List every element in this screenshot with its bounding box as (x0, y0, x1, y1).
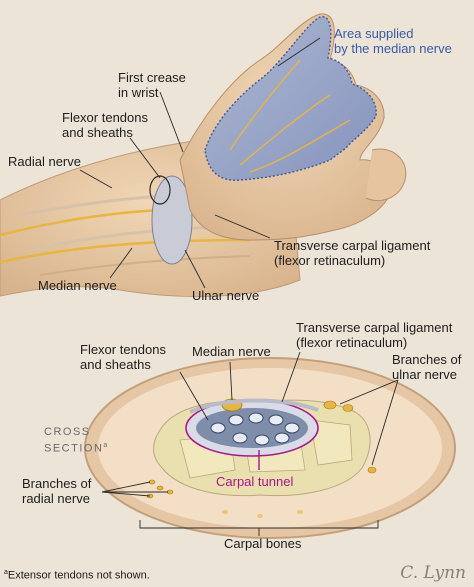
footnote-text: Extensor tendons not shown. (7, 569, 150, 582)
label-cross-section: CROSS SECTIONa (44, 426, 109, 455)
label-branches-radial: Branches of radial nerve (22, 476, 92, 506)
label-carpal-bones: Carpal bones (224, 536, 302, 551)
label-median-nerve-bottom: Median nerve (192, 344, 271, 359)
label-carpal-tunnel: Carpal tunnel (216, 474, 294, 489)
label-transverse-ligament-top: Transverse carpal ligament (flexor retin… (274, 238, 431, 268)
leader-lines-top (79, 37, 321, 289)
wrist-cross-section (84, 357, 456, 539)
footnote-mark: a (4, 569, 8, 576)
label-first-crease: First crease in wrist (118, 70, 186, 100)
label-median-nerve-top: Median nerve (38, 278, 117, 293)
label-ulnar-nerve: Ulnar nerve (192, 288, 260, 303)
label-radial-nerve: Radial nerve (8, 154, 81, 169)
extensor-dots (222, 510, 303, 518)
label-branches-ulnar: Branches of ulnar nerve (392, 352, 462, 382)
wrist-tendon-sheath (149, 175, 193, 265)
label-area-supplied: Area supplied by the median nerve (334, 26, 452, 56)
tendon-sheaths (210, 412, 300, 446)
label-flexor-tendons-top: Flexor tendons and sheaths (62, 110, 148, 140)
label-transverse-ligament-bottom: Transverse carpal ligament (flexor retin… (296, 320, 453, 350)
ulnar-nerve-branches (323, 400, 377, 474)
cross-section-footnote-mark: a (103, 442, 109, 449)
footnote: aExtensor tendons not shown. (4, 566, 150, 583)
label-flexor-tendons-bottom: Flexor tendons and sheaths (80, 342, 166, 372)
leader-lines-bottom (101, 351, 399, 536)
artist-signature: C. Lynn (400, 563, 466, 583)
median-nerve-area (204, 16, 377, 181)
